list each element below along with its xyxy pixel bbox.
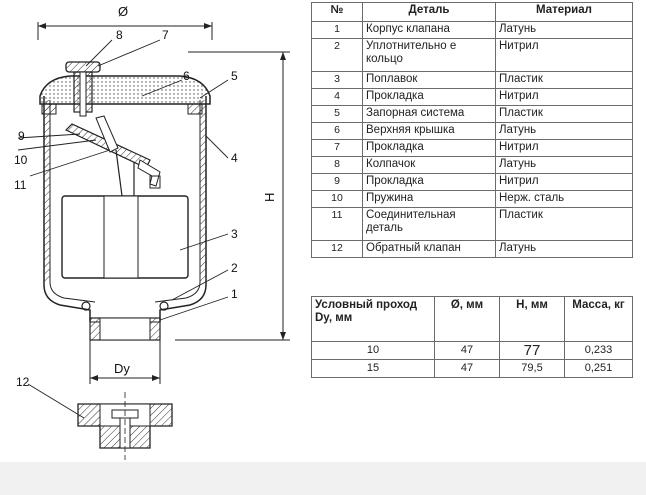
header-material: Материал — [495, 2, 633, 22]
callout-4: 4 — [231, 151, 238, 165]
callout-2: 2 — [231, 261, 238, 275]
dimensions-table-header: Условный проход Dу, мм Ø, мм H, мм Масса… — [311, 296, 633, 342]
part-name: Уплотнительно е кольцо — [362, 38, 496, 72]
part-number: 2 — [311, 38, 363, 72]
part-material: Нитрил — [495, 38, 633, 72]
table-row: 8 Колпачок Латунь — [311, 156, 633, 174]
table-row: 3 Поплавок Пластик — [311, 71, 633, 89]
mass-value: 0,251 — [564, 359, 633, 378]
height-dimension: H — [175, 51, 290, 341]
footer-strip — [0, 462, 646, 495]
dim-height-label: H — [262, 193, 277, 202]
top-cap — [65, 61, 101, 117]
mass-value: 0,233 — [564, 341, 633, 360]
table-row: 6 Верхняя крышка Латунь — [311, 122, 633, 140]
part-name: Обратный клапан — [362, 240, 496, 258]
callout-3: 3 — [231, 227, 238, 241]
part-number: 3 — [311, 71, 363, 89]
header-mass: Масса, кг — [564, 296, 633, 342]
part-name: Колпачок — [362, 156, 496, 174]
callout-7: 7 — [162, 28, 169, 42]
part-name: Соединительная деталь — [362, 207, 496, 241]
height-value: 77 — [499, 341, 565, 360]
part-number: 4 — [311, 88, 363, 106]
table-row: 11 Соединительная деталь Пластик — [311, 207, 633, 241]
part-material: Латунь — [495, 240, 633, 258]
dim-du-label: Dу — [114, 361, 130, 376]
table-row: 5 Запорная система Пластик — [311, 105, 633, 123]
callout-11: 11 — [14, 178, 27, 192]
valve-drawing: Ø H — [14, 4, 290, 460]
table-row: 4 Прокладка Нитрил — [311, 88, 633, 106]
part-number: 8 — [311, 156, 363, 174]
part-name: Запорная система — [362, 105, 496, 123]
table-row: 2 Уплотнительно е кольцо Нитрил — [311, 38, 633, 72]
du-dimension: Dу — [89, 340, 161, 384]
callout-8: 8 — [116, 28, 123, 42]
table-row: 15 47 79,5 0,251 — [311, 359, 633, 378]
nominal-bore-value: 10 — [311, 341, 435, 360]
nominal-bore-value: 15 — [311, 359, 435, 378]
callout-9: 9 — [18, 129, 25, 143]
part-name: Корпус клапана — [362, 21, 496, 39]
part-name: Прокладка — [362, 88, 496, 106]
leader-lines — [17, 39, 229, 419]
part-name: Пружина — [362, 190, 496, 208]
diameter-dimension: Ø — [37, 4, 213, 40]
callout-5: 5 — [231, 69, 238, 83]
part-material: Нерж. сталь — [495, 190, 633, 208]
lever-mechanism — [64, 115, 161, 197]
callout-1: 1 — [231, 287, 238, 301]
check-valve — [77, 392, 173, 460]
part-material: Нитрил — [495, 173, 633, 191]
header-part: Деталь — [362, 2, 496, 22]
callout-6: 6 — [183, 69, 190, 83]
part-material: Пластик — [495, 71, 633, 89]
part-number: 9 — [311, 173, 363, 191]
height-value: 79,5 — [499, 359, 565, 378]
header-diameter: Ø, мм — [434, 296, 500, 342]
part-number: 6 — [311, 122, 363, 140]
part-material: Нитрил — [495, 88, 633, 106]
part-material: Латунь — [495, 21, 633, 39]
table-row: 10 Пружина Нерж. сталь — [311, 190, 633, 208]
part-material: Латунь — [495, 156, 633, 174]
part-number: 5 — [311, 105, 363, 123]
dim-diameter-label: Ø — [118, 4, 128, 19]
header-height: H, мм — [499, 296, 565, 342]
diameter-value: 47 — [434, 341, 500, 360]
part-number: 12 — [311, 240, 363, 258]
table-row: 12 Обратный клапан Латунь — [311, 240, 633, 258]
table-row: 7 Прокладка Нитрил — [311, 139, 633, 157]
part-name: Верхняя крышка — [362, 122, 496, 140]
part-number: 11 — [311, 207, 363, 241]
table-row: 1 Корпус клапана Латунь — [311, 21, 633, 39]
part-material: Латунь — [495, 122, 633, 140]
part-name: Прокладка — [362, 139, 496, 157]
header-nominal-bore: Условный проход Dу, мм — [311, 296, 435, 342]
callout-10: 10 — [14, 153, 28, 167]
part-material: Нитрил — [495, 139, 633, 157]
parts-table-header: № Деталь Материал — [311, 2, 633, 22]
table-row: 9 Прокладка Нитрил — [311, 173, 633, 191]
float — [61, 195, 189, 279]
part-material: Пластик — [495, 105, 633, 123]
header-number: № — [311, 2, 363, 22]
part-number: 10 — [311, 190, 363, 208]
part-name: Поплавок — [362, 71, 496, 89]
part-number: 1 — [311, 21, 363, 39]
callout-12: 12 — [16, 375, 30, 389]
part-number: 7 — [311, 139, 363, 157]
table-row: 10 47 77 0,233 — [311, 341, 633, 360]
parts-table: № Деталь Материал 1 Корпус клапана Латун… — [311, 2, 633, 258]
diameter-value: 47 — [434, 359, 500, 378]
part-name: Прокладка — [362, 173, 496, 191]
part-material: Пластик — [495, 207, 633, 241]
dimensions-table: Условный проход Dу, мм Ø, мм H, мм Масса… — [311, 296, 633, 378]
